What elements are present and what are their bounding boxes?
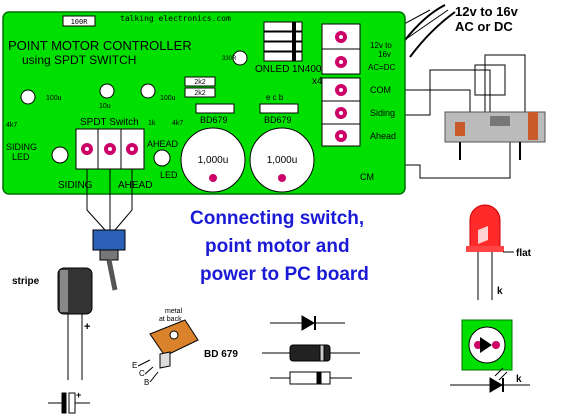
siding-led bbox=[51, 146, 69, 164]
cm-label: CM bbox=[360, 172, 374, 182]
r-4k7-b-label: 4k7 bbox=[172, 120, 183, 127]
siding-led-label-2: LED bbox=[12, 152, 30, 162]
transistor-bd679-b-pads bbox=[259, 103, 299, 114]
siding-led-label-1: SIDING bbox=[6, 142, 37, 152]
heading-line2: point motor and bbox=[205, 236, 350, 257]
toggle-switch bbox=[92, 229, 126, 291]
bd679-label: BD 679 bbox=[204, 349, 238, 360]
led-symbol bbox=[450, 367, 530, 393]
x4-label: x4 bbox=[312, 76, 323, 87]
led-footprint bbox=[461, 319, 513, 371]
r-1k-b-label: 1k bbox=[148, 120, 156, 127]
ahead-led bbox=[153, 149, 171, 167]
resistor-2k2-a bbox=[184, 76, 216, 87]
resistor-100r-label: 100R bbox=[71, 18, 89, 26]
spdt-pads bbox=[75, 128, 145, 170]
r330-label: 330R bbox=[222, 56, 237, 62]
transistor-bd679-a-pads bbox=[195, 103, 235, 114]
ahead-terminal-label: Ahead bbox=[370, 131, 396, 141]
on-led-component bbox=[232, 50, 248, 66]
com-label: COM bbox=[370, 85, 391, 95]
r-4k7-a-label: 4k7 bbox=[6, 122, 17, 129]
ahead-bottom-label: AHEAD bbox=[118, 180, 152, 191]
metal-label-2: at back bbox=[159, 316, 182, 323]
resistor-2k2-a-label: 2k2 bbox=[194, 79, 205, 86]
motor-terminal bbox=[321, 77, 361, 147]
electrolytic-plus: + bbox=[84, 321, 90, 333]
diode-type-label: 1N4004 bbox=[292, 64, 327, 75]
capacitor-symbol bbox=[48, 392, 90, 414]
bd679-transistor bbox=[137, 319, 199, 383]
diode-symbol bbox=[270, 315, 345, 331]
ahead-led-label-2: LED bbox=[160, 170, 178, 180]
k-label-1: k bbox=[497, 286, 503, 297]
capacitor-1000u-a bbox=[180, 127, 246, 193]
diode-body bbox=[262, 344, 360, 362]
pin-e: E bbox=[132, 361, 137, 370]
pin-c: C bbox=[139, 369, 145, 378]
ecb-label: e c b bbox=[266, 93, 284, 102]
capacitor-symbol-plus: + bbox=[76, 390, 81, 400]
board-title-line1: POINT MOTOR CONTROLLER bbox=[8, 38, 192, 53]
cap-100u-right-label: 100u bbox=[160, 95, 176, 102]
ahead-led-label-1: AHEAD bbox=[147, 139, 179, 149]
power-12v-label: 12v to bbox=[370, 41, 392, 50]
spdt-label: SPDT Switch bbox=[80, 117, 139, 128]
board-title-line2: using SPDT SWITCH bbox=[22, 53, 136, 67]
bd679-b-label: BD679 bbox=[264, 115, 292, 125]
cap-1000u-a-label: 1,000u bbox=[198, 155, 229, 166]
wires-to-switch bbox=[86, 169, 133, 231]
capacitor-100u-right bbox=[140, 83, 156, 99]
website-text: talking electronics.com bbox=[120, 14, 231, 23]
capacitor-1000u-b bbox=[249, 127, 315, 193]
supply-line2: AC or DC bbox=[455, 19, 513, 34]
heading-line3: power to PC board bbox=[200, 264, 369, 285]
cap-10u-label: 10u bbox=[99, 103, 111, 110]
stripe-label: stripe bbox=[12, 276, 40, 287]
pin-b: B bbox=[144, 378, 149, 387]
heading-line1: Connecting switch, bbox=[190, 208, 364, 229]
cap-1000u-b-label: 1,000u bbox=[267, 155, 298, 166]
resistor-2k2-b bbox=[184, 87, 216, 98]
red-led bbox=[466, 204, 504, 300]
k-label-2: k bbox=[516, 374, 522, 385]
ac-dc-label: AC=DC bbox=[368, 63, 396, 72]
supply-line1: 12v to 16v bbox=[455, 4, 519, 19]
siding-bottom-label: SIDING bbox=[58, 180, 93, 191]
siding-terminal-label: Siding bbox=[370, 108, 395, 118]
electrolytic-capacitor bbox=[57, 267, 93, 380]
onled-label: ONLED bbox=[255, 64, 289, 75]
supply-leads bbox=[404, 4, 456, 58]
point-motor bbox=[444, 111, 546, 160]
resistor-2k2-b-label: 2k2 bbox=[194, 90, 205, 97]
capacitor-10u bbox=[99, 83, 115, 99]
power-terminal bbox=[321, 23, 361, 75]
diodes-group bbox=[263, 21, 303, 62]
power-16v-label: 16v bbox=[378, 50, 391, 59]
diode-outline bbox=[270, 371, 352, 385]
flat-label: flat bbox=[516, 248, 532, 259]
cap-100u-left-label: 100u bbox=[46, 95, 62, 102]
metal-label-1: metal bbox=[165, 308, 183, 315]
bd679-a-label: BD679 bbox=[200, 115, 228, 125]
capacitor-100u-left bbox=[20, 89, 36, 105]
